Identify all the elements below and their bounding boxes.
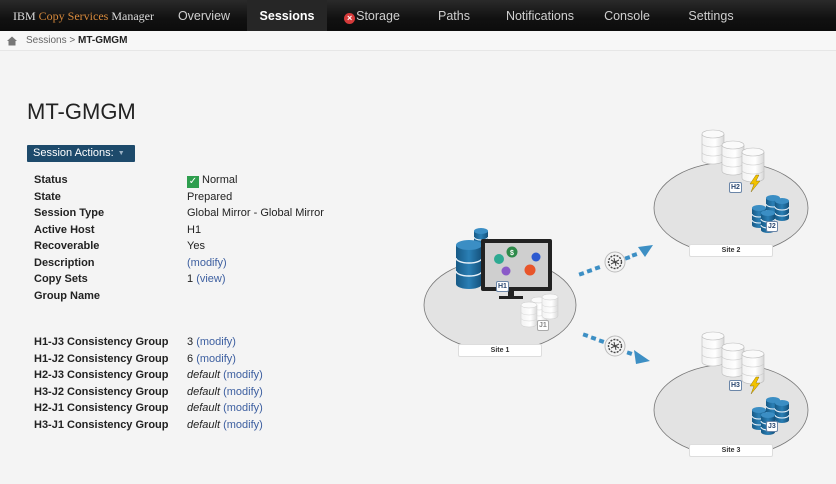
cg-value: 3	[187, 336, 194, 348]
host-h1-tag[interactable]: H1	[496, 281, 509, 292]
cg-value: 6	[187, 352, 194, 365]
cg-label: H3-J2 Consistency Group	[34, 385, 169, 398]
top-nav-bar: IBM Copy Services Manager Overview Sessi…	[0, 0, 836, 31]
cg-modify-link[interactable]: (modify)	[223, 385, 263, 398]
property-label: Copy Sets	[34, 273, 88, 285]
cg-modify-link[interactable]: (modify)	[196, 352, 236, 365]
gear-icon	[604, 335, 626, 357]
nav-label: Notifications	[505, 9, 575, 23]
cg-label: H1-J2 Consistency Group	[34, 352, 169, 365]
cg-modify-link[interactable]: (modify)	[223, 418, 263, 431]
nav-tab-paths[interactable]: Paths	[426, 0, 482, 31]
recoverable-value: Yes	[187, 240, 205, 252]
check-icon: ✓	[187, 176, 199, 188]
nav-label: Sessions	[259, 9, 315, 23]
state-value: Prepared	[187, 190, 233, 203]
cg-value: default	[187, 385, 221, 398]
journal-j3-tag[interactable]: J3	[766, 421, 778, 432]
nav-tab-overview[interactable]: Overview	[168, 0, 240, 31]
error-icon: ×	[344, 13, 356, 24]
copy-sets-value: 1	[187, 273, 194, 285]
property-label: Description	[34, 256, 95, 269]
nav-label: Storage	[356, 9, 400, 23]
nav-label: Settings	[688, 9, 734, 23]
site-1-area	[423, 258, 577, 352]
nav-tab-storage[interactable]: ×Storage	[336, 0, 408, 31]
cg-label: H1-J3 Consistency Group	[34, 336, 169, 348]
replication-arrow-site3	[582, 332, 650, 364]
brand-accent: Copy Services	[38, 9, 109, 23]
journal-j1-tag[interactable]: J1	[537, 320, 549, 331]
site-3-label[interactable]: Site 3	[689, 444, 773, 457]
cg-modify-link[interactable]: (modify)	[223, 402, 263, 414]
cg-label: H2-J3 Consistency Group	[34, 369, 169, 381]
replication-arrow-site2	[578, 245, 653, 277]
site-1-label[interactable]: Site 1	[458, 344, 542, 357]
site-2-area	[653, 161, 809, 255]
cg-value: default	[187, 402, 221, 414]
app-brand[interactable]: IBM Copy Services Manager	[13, 9, 154, 24]
nav-tab-console[interactable]: Console	[596, 0, 658, 31]
status-value: Normal	[202, 174, 238, 186]
brand-prefix: IBM	[13, 9, 39, 23]
nav-tab-sessions[interactable]: Sessions	[247, 0, 327, 31]
nav-tab-notifications[interactable]: Notifications	[500, 0, 580, 31]
breadcrumb: Sessions > MT-GMGM	[0, 31, 836, 51]
property-label: Group Name	[34, 289, 101, 302]
property-label: Recoverable	[34, 240, 100, 252]
breadcrumb-separator: >	[69, 35, 76, 46]
svg-text:$: $	[510, 250, 514, 257]
cg-modify-link[interactable]: (modify)	[223, 369, 263, 381]
home-icon[interactable]	[7, 36, 17, 46]
session-actions-button[interactable]: Session Actions:▼	[27, 145, 135, 162]
nav-label: Console	[604, 9, 650, 23]
host-h2-tag[interactable]: H2	[729, 182, 742, 193]
description-modify-link[interactable]: (modify)	[187, 256, 227, 269]
cg-value: default	[187, 369, 221, 381]
chevron-down-icon: ▼	[117, 150, 125, 157]
gear-icon	[604, 251, 626, 273]
nav-label: Overview	[177, 9, 231, 23]
breadcrumb-sessions-link[interactable]: Sessions	[26, 35, 67, 46]
nav-label: Paths	[438, 9, 470, 23]
session-actions-label: Session Actions:	[33, 147, 114, 159]
host-h3-tag[interactable]: H3	[729, 380, 742, 391]
site-2-label[interactable]: Site 2	[689, 244, 773, 257]
cg-label: H3-J1 Consistency Group	[34, 418, 169, 431]
breadcrumb-current: MT-GMGM	[77, 35, 128, 46]
journal-j2-tag[interactable]: J2	[766, 221, 778, 232]
cg-label: H2-J1 Consistency Group	[34, 402, 169, 414]
cg-modify-link[interactable]: (modify)	[196, 336, 236, 348]
session-type-value: Global Mirror - Global Mirror	[187, 207, 324, 219]
nav-tab-settings[interactable]: Settings	[680, 0, 742, 31]
property-label: State	[34, 190, 61, 203]
brand-suffix: Manager	[108, 9, 154, 23]
page-title: MT-GMGM	[27, 99, 136, 124]
property-label: Active Host	[34, 223, 95, 236]
property-label: Session Type	[34, 207, 105, 219]
site-3-area	[653, 363, 809, 457]
copy-sets-view-link[interactable]: (view)	[196, 273, 226, 285]
property-label: Status	[34, 174, 68, 186]
cg-value: default	[187, 418, 221, 431]
active-host-value: H1	[187, 223, 202, 236]
